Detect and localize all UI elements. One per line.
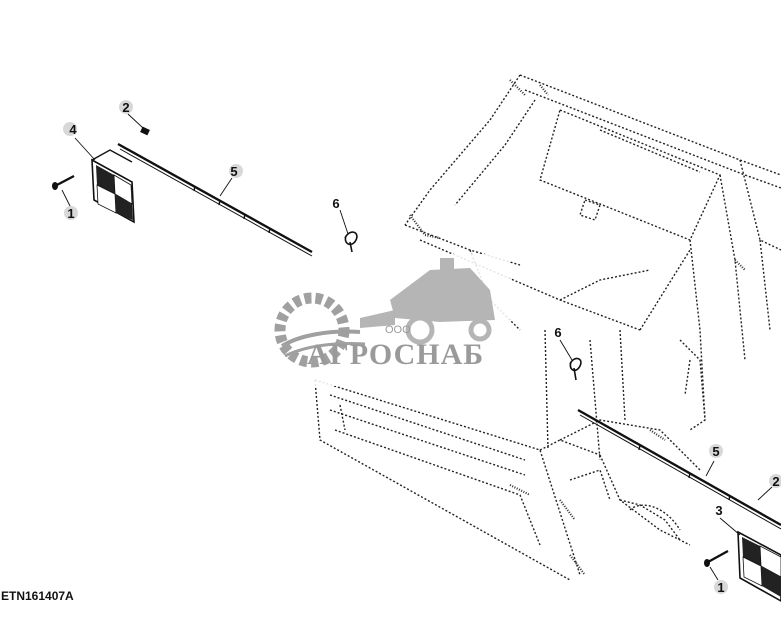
rod-left — [117, 142, 313, 257]
callout-3-right: 3 — [715, 503, 722, 518]
reflector-panel-right — [737, 530, 781, 602]
callout-6-center: 6 — [554, 325, 561, 340]
callout-leaders — [61, 113, 773, 581]
figure-id: ETN161407A — [1, 589, 74, 603]
callout-2-right: 2 — [772, 474, 779, 489]
watermark: ООО АГРОСНАБ — [246, 254, 510, 386]
watermark-prefix: ООО — [385, 324, 411, 336]
clip-upper — [344, 231, 358, 253]
callout-4-left: 4 — [69, 122, 77, 137]
nut-left — [140, 126, 150, 136]
callout-5-left: 5 — [230, 164, 237, 179]
callout-1-right: 1 — [717, 580, 724, 595]
watermark-gear-icon — [274, 292, 366, 368]
callout-2-left: 2 — [122, 100, 129, 115]
callout-numbers: 1 2 4 5 6 6 5 2 3 1 — [63, 100, 781, 595]
callout-1-left: 1 — [67, 206, 74, 221]
machine-detail-hatch — [409, 79, 746, 576]
machine-body — [314, 74, 781, 581]
watermark-brand: АГРОСНАБ — [307, 338, 484, 371]
rod-right — [577, 408, 781, 530]
reflector-panel-left — [91, 149, 135, 224]
watermark-harvester-icon — [360, 258, 495, 345]
callout-5-right: 5 — [712, 444, 719, 459]
bolt-right — [704, 549, 729, 567]
clip-center — [569, 357, 582, 381]
bolt-left — [52, 174, 75, 190]
callout-6-upper: 6 — [332, 196, 339, 211]
